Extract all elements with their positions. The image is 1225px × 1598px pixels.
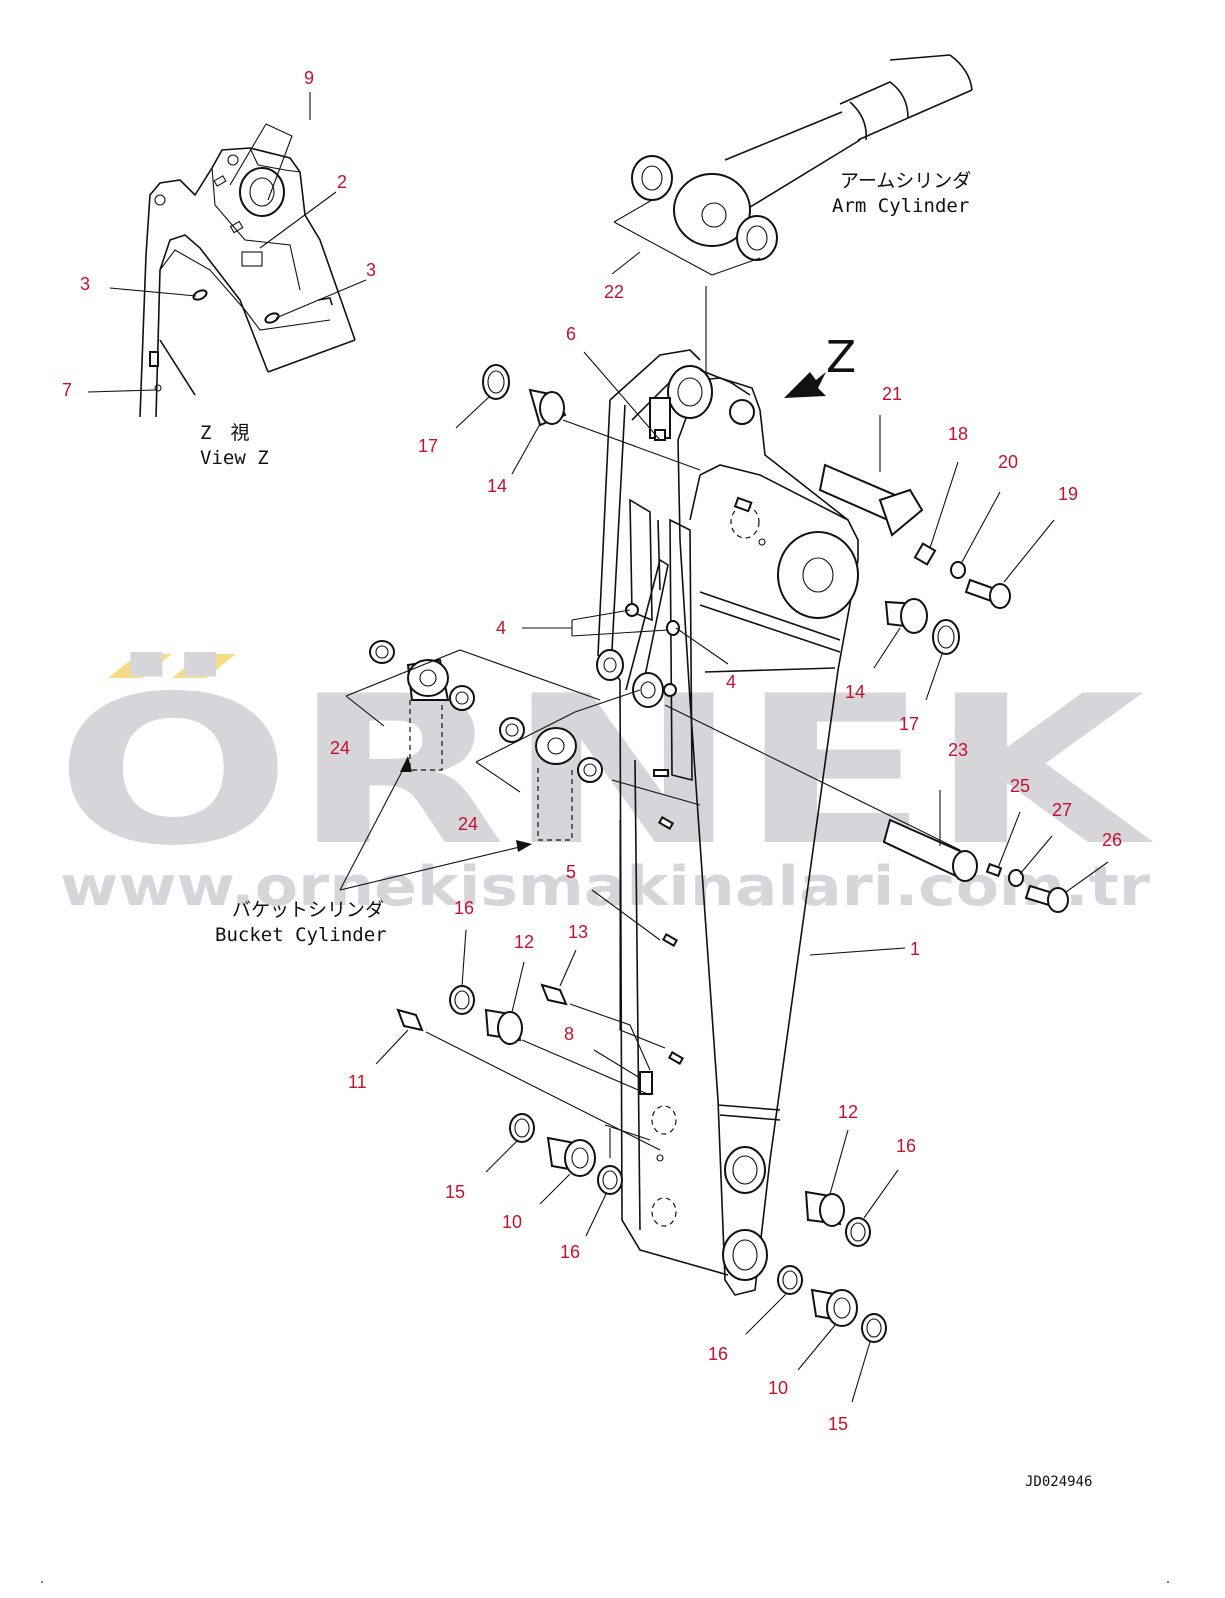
part-label-15: 15 [445, 1182, 465, 1202]
view-z-caption-jp: Z 視 [200, 422, 249, 444]
arm-cylinder-label-en: Arm Cylinder [832, 195, 969, 217]
part-label-6: 6 [566, 324, 576, 344]
arm-cylinder-label-jp: アームシリンダ [840, 170, 971, 192]
part-label-17: 17 [418, 436, 438, 456]
part-label-16: 16 [454, 898, 474, 918]
view-z-arrow-label: Z [826, 332, 856, 383]
part-label-12: 12 [838, 1102, 858, 1122]
arm-body [596, 349, 859, 1296]
part-label-10: 10 [768, 1378, 788, 1398]
part-label-18: 18 [948, 424, 968, 444]
watermark: ÖRNEK www.ornekismakinalari.com.tr [55, 652, 1155, 918]
part-label-4: 4 [726, 672, 736, 692]
corner-mark [41, 1581, 43, 1583]
part-number-labels: 9 2 3 3 7 22 6 17 14 21 18 20 19 4 4 14 … [62, 68, 1122, 1434]
part-label-20: 20 [998, 452, 1018, 472]
part-label-7: 7 [62, 380, 72, 400]
part-label-16: 16 [560, 1242, 580, 1262]
part-label-12: 12 [514, 932, 534, 952]
view-z-inset: Z 視 View Z [87, 92, 367, 469]
corner-mark [1167, 1581, 1169, 1583]
watermark-accent-right [172, 654, 236, 678]
part-label-1: 1 [910, 939, 920, 959]
part-label-3: 3 [366, 260, 376, 280]
part-label-2: 2 [337, 172, 347, 192]
part-label-17: 17 [899, 714, 919, 734]
view-z-caption-en: View Z [200, 447, 269, 469]
drawing-code: JD024946 [1025, 1474, 1092, 1490]
part-label-14: 14 [845, 682, 865, 702]
part-label-16: 16 [896, 1136, 916, 1156]
watermark-brand: ÖRNEK [55, 652, 1155, 891]
view-z-arrow: Z [784, 332, 856, 398]
leader-lines [375, 251, 1109, 1403]
part-label-23: 23 [948, 740, 968, 760]
watermark-accent-left [108, 654, 172, 678]
part-label-13: 13 [568, 922, 588, 942]
part-label-3: 3 [80, 274, 90, 294]
parts: バケットシリンダ Bucket Cylinder [215, 364, 1069, 1343]
part-label-26: 26 [1102, 830, 1122, 850]
part-label-15: 15 [828, 1414, 848, 1434]
part-label-4: 4 [496, 618, 506, 638]
part-label-8: 8 [564, 1024, 574, 1044]
bucket-cylinder-label-jp: バケットシリンダ [232, 899, 384, 921]
part-label-27: 27 [1052, 800, 1072, 820]
part-label-24: 24 [458, 814, 478, 834]
part-label-5: 5 [566, 862, 576, 882]
part-label-22: 22 [604, 282, 624, 302]
watermark-url: www.ornekismakinalari.com.tr [60, 855, 1150, 918]
part-label-25: 25 [1010, 776, 1030, 796]
part-label-16: 16 [708, 1344, 728, 1364]
part-label-11: 11 [348, 1072, 367, 1092]
part-label-19: 19 [1058, 484, 1078, 504]
part-label-14: 14 [487, 476, 507, 496]
arm-cylinder: アームシリンダ Arm Cylinder [613, 54, 973, 375]
part-label-10: 10 [502, 1212, 522, 1232]
bucket-cylinder-label-en: Bucket Cylinder [215, 924, 387, 946]
part-label-21: 21 [882, 384, 902, 404]
part-label-9: 9 [304, 68, 314, 88]
part-label-24: 24 [330, 738, 350, 758]
